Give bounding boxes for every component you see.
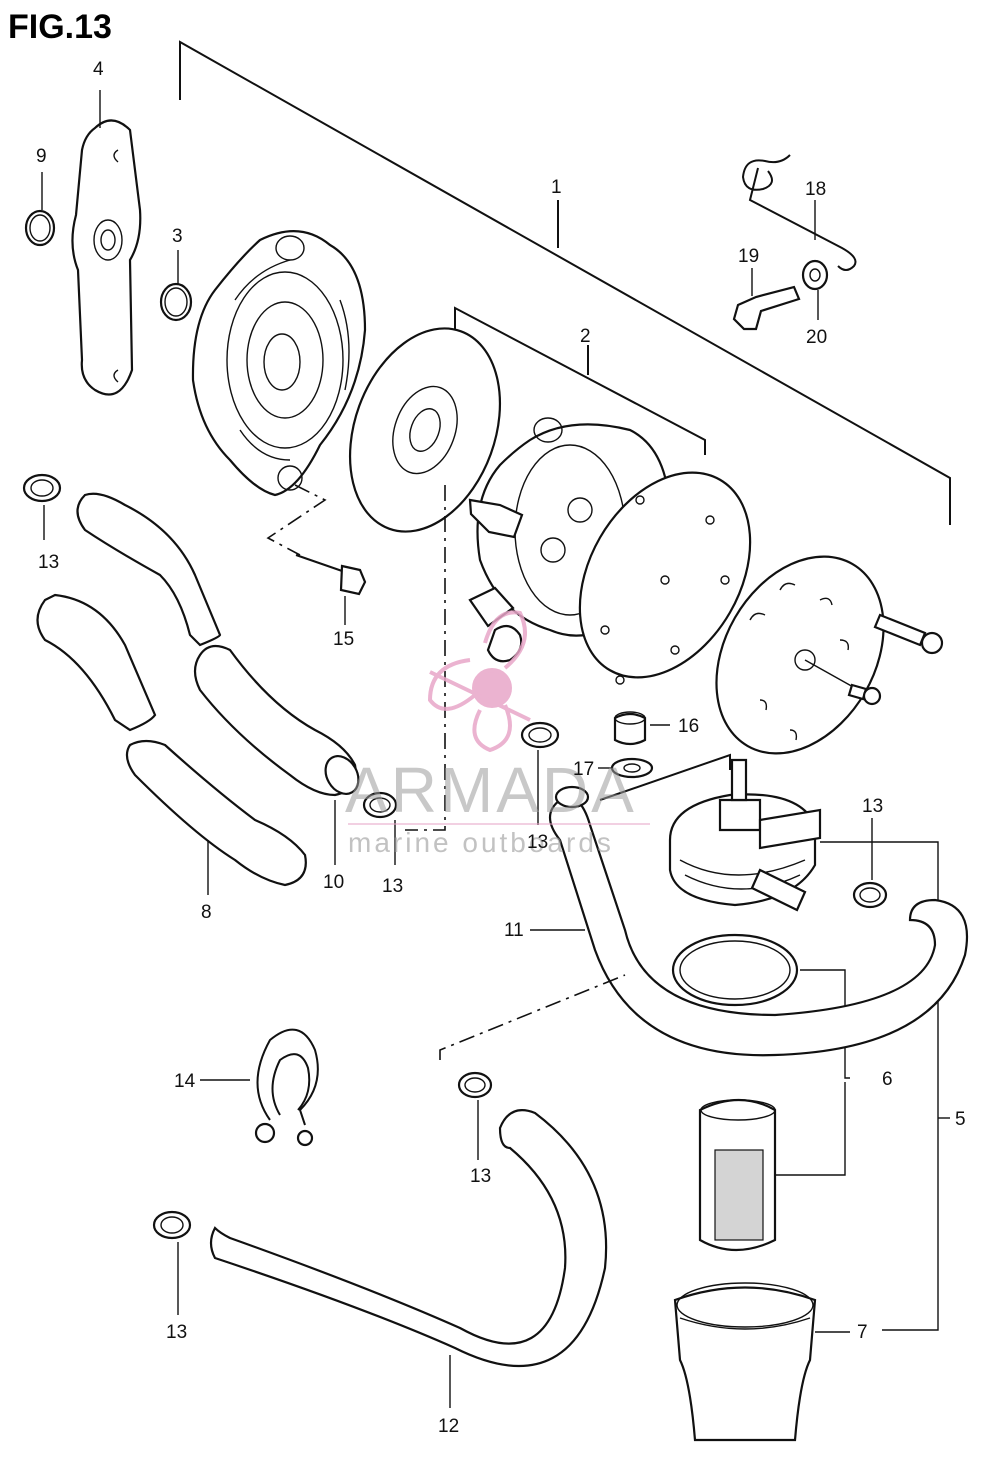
callout-5: 5 bbox=[955, 1109, 966, 1130]
callout-13-e: 13 bbox=[470, 1166, 491, 1187]
hose-part-8 bbox=[36, 593, 307, 895]
hose-part-11 bbox=[530, 785, 969, 1057]
clamp-part-13f bbox=[152, 1210, 192, 1315]
gasket-right bbox=[578, 471, 752, 685]
callout-11: 11 bbox=[504, 920, 524, 941]
clip-part-14 bbox=[200, 1028, 319, 1147]
armada-watermark: ARMADA marine outboards bbox=[345, 610, 650, 858]
callout-13-d: 13 bbox=[862, 796, 883, 817]
seal-ring-part-6 bbox=[671, 933, 850, 1176]
hose-part-12 bbox=[209, 1109, 608, 1408]
callout-13-f: 13 bbox=[166, 1322, 187, 1343]
washer-part-20 bbox=[801, 259, 829, 320]
nut-part-16 bbox=[613, 711, 670, 746]
hose-part-10 bbox=[193, 644, 360, 865]
callout-13-c: 13 bbox=[527, 832, 548, 853]
callout-15: 15 bbox=[333, 629, 354, 650]
bracket-part-1 bbox=[179, 40, 951, 525]
clamp-part-13a bbox=[22, 473, 62, 540]
callout-13-b: 13 bbox=[382, 876, 403, 897]
hose-upper bbox=[76, 492, 222, 647]
callout-16: 16 bbox=[678, 716, 699, 737]
o-ring-part-9 bbox=[24, 172, 56, 247]
clamp-part-13b bbox=[362, 791, 398, 865]
callout-labels: 1 2 3 4 5 6 7 8 9 10 11 12 13 13 13 13 1… bbox=[36, 59, 966, 1437]
pump-cover bbox=[191, 230, 367, 497]
callout-4: 4 bbox=[93, 59, 104, 80]
callout-13-a: 13 bbox=[38, 552, 59, 573]
callout-1: 1 bbox=[551, 177, 562, 198]
callout-7: 7 bbox=[857, 1322, 868, 1343]
callout-17: 17 bbox=[573, 759, 594, 780]
bracket-part-5 bbox=[820, 841, 950, 1331]
callout-9: 9 bbox=[36, 146, 47, 167]
mounting-plate-part-4 bbox=[71, 90, 142, 396]
callout-20: 20 bbox=[806, 327, 827, 348]
clamp-part-13d bbox=[852, 818, 888, 909]
diaphragm-left bbox=[348, 327, 502, 831]
callout-8: 8 bbox=[201, 902, 212, 923]
filter-element bbox=[698, 1098, 777, 1252]
screw-part-15 bbox=[266, 484, 367, 625]
filter-fitting bbox=[599, 753, 822, 912]
cover-screw bbox=[804, 613, 944, 706]
filter-bowl-part-7 bbox=[673, 1282, 850, 1442]
callout-10: 10 bbox=[323, 872, 344, 893]
callout-14: 14 bbox=[174, 1071, 196, 1092]
spring-clip-part-18 bbox=[741, 154, 857, 271]
propeller-logo-icon bbox=[427, 610, 531, 753]
bolt-part-19 bbox=[732, 268, 801, 331]
o-ring-part-3 bbox=[159, 250, 193, 322]
callout-6: 6 bbox=[882, 1069, 893, 1090]
figure-title: FIG.13 bbox=[8, 8, 112, 46]
callout-19: 19 bbox=[738, 246, 759, 267]
watermark-tagline: marine outboards bbox=[348, 827, 614, 858]
washer-part-17 bbox=[598, 757, 654, 779]
clamp-part-13c bbox=[520, 721, 560, 825]
clamp-part-13e bbox=[439, 974, 626, 1160]
callout-3: 3 bbox=[172, 226, 183, 247]
watermark-brand: ARMADA bbox=[345, 754, 637, 826]
callout-2: 2 bbox=[580, 326, 591, 347]
callout-12: 12 bbox=[438, 1416, 459, 1437]
callout-18: 18 bbox=[805, 179, 826, 200]
